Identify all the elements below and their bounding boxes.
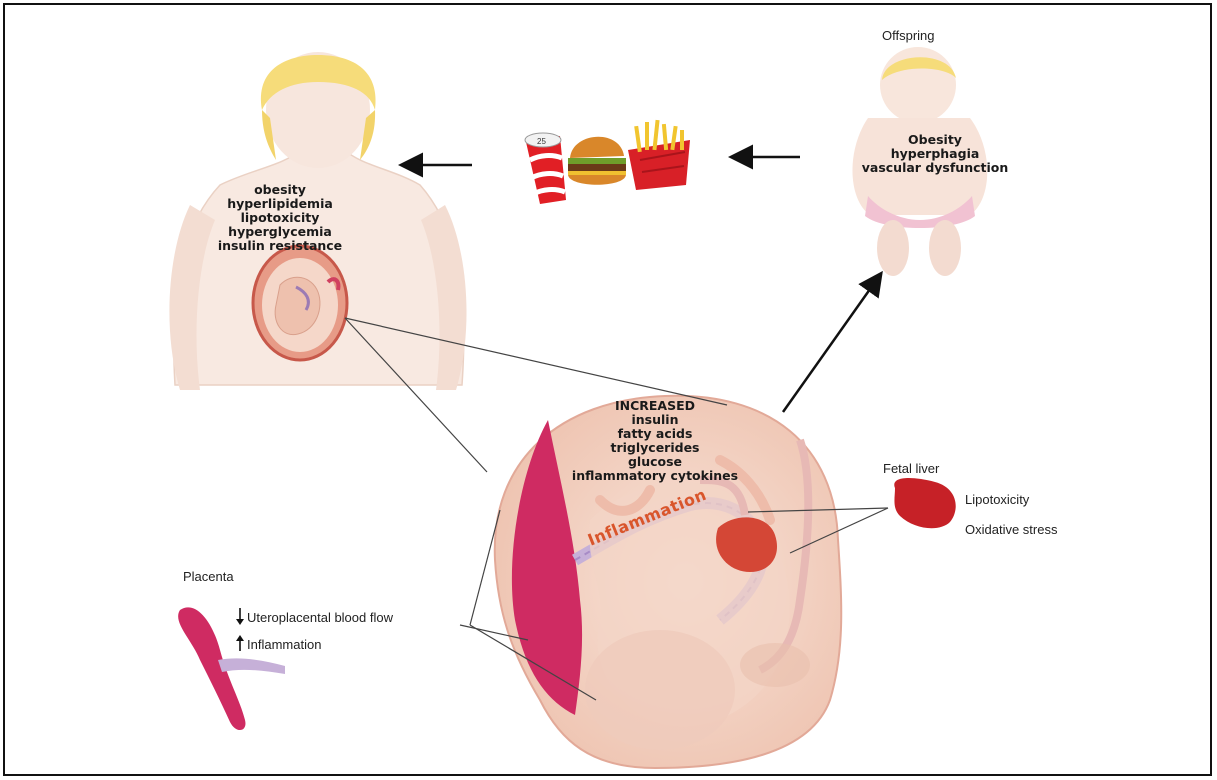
child-left-leg	[877, 220, 909, 276]
french-fries	[628, 120, 690, 190]
fetus-head	[585, 630, 735, 750]
mother-conditions: obesity hyperlipidemia lipotoxicity hype…	[175, 183, 385, 253]
down-arrow-icon	[236, 608, 244, 625]
fetal-liver-title: Fetal liver	[883, 461, 939, 476]
arrow-fetus-to-offspring	[783, 275, 880, 412]
mother-condition: lipotoxicity	[175, 211, 385, 225]
offspring-title: Offspring	[882, 28, 935, 43]
placenta-detail	[178, 607, 285, 730]
mother-womb	[253, 246, 347, 360]
junk-food-illustration: 25	[525, 120, 690, 204]
soda-cup: 25	[525, 133, 566, 204]
placenta-title: Placenta	[183, 569, 234, 584]
mother-condition: hyperlipidemia	[175, 197, 385, 211]
placenta-effect-blood-flow: Uteroplacental blood flow	[247, 610, 393, 625]
increased-item: fatty acids	[530, 427, 780, 441]
mother-condition: insulin resistance	[175, 239, 385, 253]
child-right-leg	[929, 220, 961, 276]
offspring-conditions: Obesity hyperphagia vascular dysfunction	[840, 133, 1030, 175]
mother-condition: obesity	[175, 183, 385, 197]
increased-item: insulin	[530, 413, 780, 427]
offspring-condition: vascular dysfunction	[840, 161, 1030, 175]
increased-header: INCREASED	[530, 399, 780, 413]
increased-item: glucose	[530, 455, 780, 469]
offspring-condition: Obesity	[840, 133, 1030, 147]
svg-text:25: 25	[537, 137, 546, 146]
liver-effect-oxidative-stress: Oxidative stress	[965, 522, 1057, 537]
hamburger	[568, 137, 626, 185]
increased-item: inflammatory cytokines	[530, 469, 780, 483]
fetal-liver-detail	[894, 478, 955, 528]
offspring-condition: hyperphagia	[840, 147, 1030, 161]
up-arrow-icon	[236, 635, 244, 651]
placenta-effect-inflammation: Inflammation	[247, 637, 321, 652]
fetus-increased-list: INCREASED insulin fatty acids triglyceri…	[530, 399, 780, 483]
mother-condition: hyperglycemia	[175, 225, 385, 239]
increased-item: triglycerides	[530, 441, 780, 455]
liver-effect-lipotoxicity: Lipotoxicity	[965, 492, 1029, 507]
